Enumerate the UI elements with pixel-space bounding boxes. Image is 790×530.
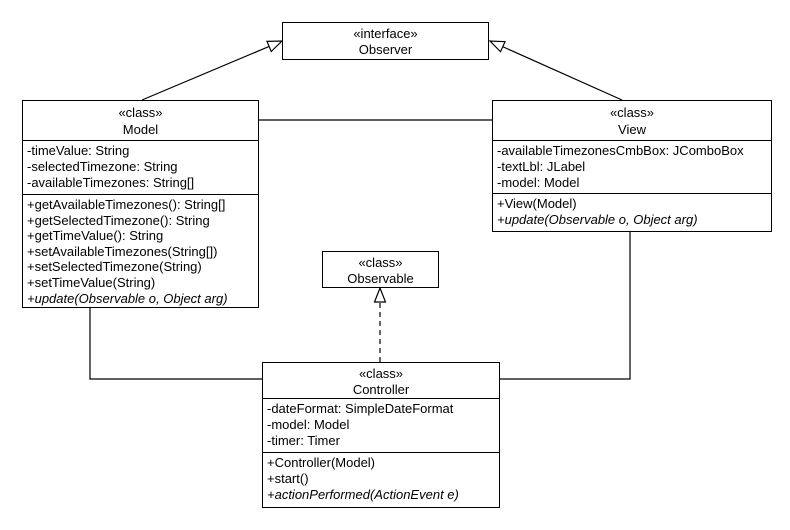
method-line: +getTimeValue(): String <box>27 228 164 244</box>
attribute-line: -dateFormat: SimpleDateFormat <box>267 401 454 416</box>
attributes-compartment-view: -availableTimezonesCmbBox: JComboBox -te… <box>493 140 771 193</box>
class-box-controller: «class» Controller -dateFormat: SimpleDa… <box>262 362 500 508</box>
attribute-line: -availableTimezones: String[] <box>27 175 195 190</box>
class-box-observer: «interface» Observer <box>282 22 489 60</box>
attribute-line: -model: Model <box>267 417 350 432</box>
class-header-view: «class» View <box>493 101 771 140</box>
method-line: +Controller(Model) <box>267 455 376 470</box>
association-view-controller <box>500 232 631 380</box>
attribute-line: -timer: Timer <box>267 433 340 448</box>
generalization-model-to-observer <box>141 41 282 101</box>
attribute-line: -timeValue: String <box>27 143 130 158</box>
stereotype-label: «class» <box>358 366 404 381</box>
class-header-observable: «class» Observable <box>323 252 438 287</box>
class-name: Controller <box>352 382 410 397</box>
method-line: +start() <box>267 471 309 486</box>
class-box-view: «class» View -availableTimezonesCmbBox: … <box>492 100 772 232</box>
method-line: +getAvailableTimezones(): String[] <box>27 197 226 212</box>
method-line: +setAvailableTimezones(String[]) <box>27 243 218 259</box>
class-name: Observer <box>358 42 413 57</box>
class-header-controller: «class» Controller <box>263 363 499 398</box>
method-line: +View(Model) <box>497 196 577 211</box>
stereotype-label: «interface» <box>353 26 418 41</box>
attribute-line: -model: Model <box>497 175 580 190</box>
attribute-line: -textLbl: JLabel <box>497 159 586 174</box>
class-header-model: «class» Model <box>23 101 258 140</box>
class-name: Model <box>122 122 159 137</box>
method-line: +setTimeValue(String) <box>27 274 156 290</box>
stereotype-label: «class» <box>358 255 403 270</box>
attributes-compartment-controller: -dateFormat: SimpleDateFormat -model: Mo… <box>263 398 499 452</box>
methods-compartment-view: +View(Model) +update(Observable o, Objec… <box>493 193 771 231</box>
methods-compartment-model: +getAvailableTimezones(): String[] +getS… <box>23 194 258 307</box>
attribute-line: -availableTimezonesCmbBox: JComboBox <box>497 143 744 158</box>
stereotype-label: «class» <box>118 105 163 120</box>
class-box-observable: «class» Observable <box>322 251 439 288</box>
attribute-line: -selectedTimezone: String <box>27 159 178 174</box>
method-line: +getSelectedTimezone(): String <box>27 212 210 228</box>
class-header-observer: «interface» Observer <box>283 23 488 58</box>
association-model-controller <box>89 308 262 380</box>
method-line-abstract-override: +update(Observable o, Object arg) <box>497 212 698 227</box>
class-name: Observable <box>347 271 414 286</box>
method-line-abstract-override: +update(Observable o, Object arg) <box>27 290 228 306</box>
method-line: +setSelectedTimezone(String) <box>27 259 202 275</box>
method-line-abstract-override: +actionPerformed(ActionEvent e) <box>267 487 459 502</box>
methods-compartment-controller: +Controller(Model) +start() +actionPerfo… <box>263 452 499 507</box>
class-box-model: «class» Model -timeValue: String -select… <box>22 100 259 308</box>
class-name: View <box>618 122 646 137</box>
stereotype-label: «class» <box>609 105 655 120</box>
generalization-view-to-observer <box>490 41 623 101</box>
attributes-compartment-model: -timeValue: String -selectedTimezone: St… <box>23 140 258 194</box>
